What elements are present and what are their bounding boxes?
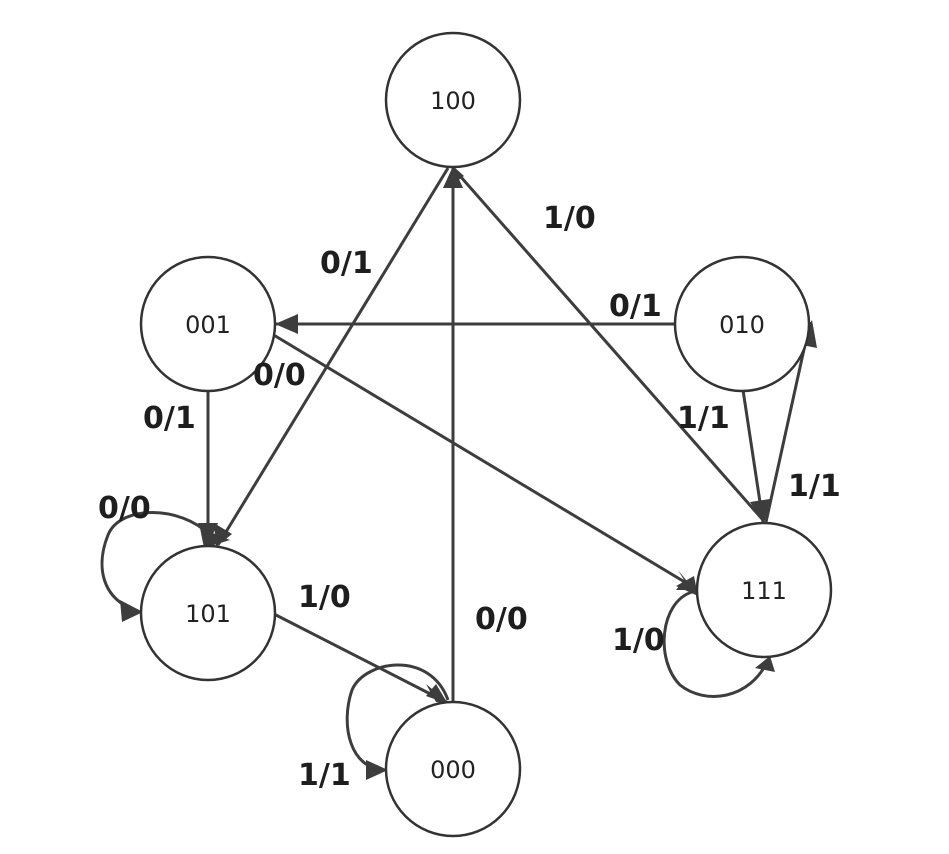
arrowhead-010-to-001 (275, 314, 298, 334)
state-label-101: 101 (185, 600, 231, 628)
state-label-010: 010 (719, 311, 765, 339)
state-000: 000 (384, 700, 522, 838)
label-100-to-101: 0/1 (320, 246, 373, 281)
state-label-000: 000 (430, 756, 476, 784)
transition-010-to-111 (741, 389, 765, 523)
state-label-001: 001 (185, 311, 231, 339)
label-001-to-101: 0/1 (143, 401, 196, 436)
transition-101-self-loop (100, 511, 212, 614)
label-001-to-111: 0/0 (253, 358, 306, 393)
label-111-to-010: 1/1 (788, 469, 841, 504)
arrowhead-111-self-loop (755, 656, 775, 672)
label-101-to-000: 1/0 (298, 580, 351, 615)
arrowhead-111-to-100 (448, 166, 464, 188)
label-111-to-100: 1/0 (543, 201, 596, 236)
state-label-111: 111 (741, 577, 787, 605)
state-010: 010 (673, 255, 811, 393)
arrowhead-000-self-loop (366, 760, 388, 780)
states: 100 001 010 101 111 000 (139, 31, 833, 838)
transition-111-self-loop (662, 590, 770, 698)
label-010-to-111: 1/1 (677, 401, 730, 436)
transition-labels: 0/1 0/0 0/1 0/1 0/0 1/0 1/1 1/1 1/0 1/0 … (98, 201, 841, 793)
arrowhead-010-to-111 (750, 499, 770, 524)
transition-111-to-100 (451, 167, 765, 521)
arrowhead-000-self-loop-top (426, 684, 448, 704)
transitions (100, 166, 817, 780)
state-label-100: 100 (430, 87, 476, 115)
state-100: 100 (384, 31, 522, 169)
arrowhead-101-self-loop-top (200, 528, 230, 548)
transition-000-self-loop (345, 663, 450, 772)
arrowhead-101-self-loop (120, 600, 143, 622)
transition-111-to-010 (764, 321, 812, 523)
transition-100-to-101 (216, 167, 450, 546)
transition-001-to-111 (271, 332, 699, 592)
state-101: 101 (139, 544, 277, 682)
state-111: 111 (695, 521, 833, 659)
label-000-to-100: 0/0 (475, 602, 528, 637)
label-101-self-loop: 0/0 (98, 491, 151, 526)
label-000-self-loop: 1/1 (298, 758, 351, 793)
label-111-self-loop: 1/0 (612, 623, 665, 658)
arrowhead-111-self-loop-start (676, 576, 698, 596)
label-010-to-001: 0/1 (609, 289, 662, 324)
state-001: 001 (139, 255, 277, 393)
transition-101-to-000 (273, 612, 449, 705)
